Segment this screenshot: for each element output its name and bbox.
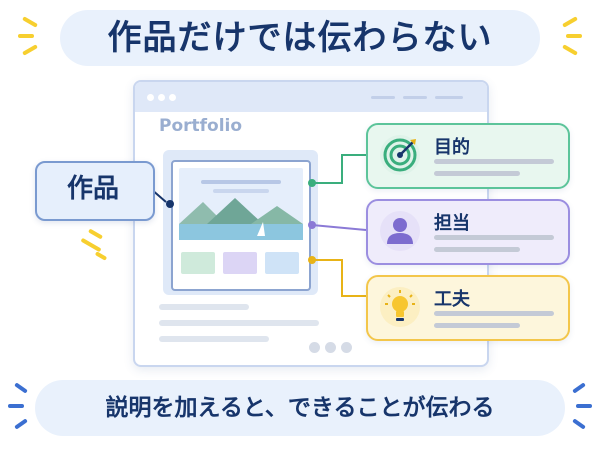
purpose-title: 目的	[434, 137, 470, 158]
title-band	[60, 10, 540, 66]
ingenuity-title: 工夫	[434, 289, 470, 310]
text-placeholder	[434, 311, 554, 316]
bottom-band	[35, 380, 565, 436]
pagination-dot	[341, 342, 352, 353]
work-label: 作品	[66, 174, 119, 204]
lightbulb-icon	[380, 287, 420, 327]
target-icon	[380, 135, 420, 175]
nav-placeholder	[403, 96, 427, 99]
text-placeholder	[434, 323, 520, 328]
purpose-card: 目的	[366, 123, 570, 189]
text-placeholder	[159, 336, 269, 342]
window-dot	[158, 94, 165, 101]
text-placeholder	[434, 235, 554, 240]
pagination-dot	[325, 342, 336, 353]
work-preview-card	[171, 160, 311, 291]
ingenuity-card: 工夫	[366, 275, 570, 341]
window-dot	[169, 94, 176, 101]
browser-title-bar	[135, 82, 487, 112]
person-icon	[380, 211, 420, 251]
role-title: 担当	[434, 213, 470, 234]
nav-placeholder	[435, 96, 463, 99]
bottom-message: 説明を加えると、できることが伝わる	[105, 395, 495, 421]
text-placeholder	[159, 320, 319, 326]
pagination-dot	[309, 342, 320, 353]
work-thumbnail	[179, 168, 303, 274]
text-placeholder	[434, 247, 520, 252]
role-card: 担当	[366, 199, 570, 265]
page-title: 作品だけでは伝わらない	[107, 18, 493, 58]
text-placeholder	[434, 159, 554, 164]
text-placeholder	[434, 171, 520, 176]
portfolio-logo: Portfolio	[159, 116, 243, 136]
text-placeholder	[159, 304, 249, 310]
work-label-box	[35, 161, 155, 221]
nav-placeholder	[371, 96, 395, 99]
window-dot	[147, 94, 154, 101]
